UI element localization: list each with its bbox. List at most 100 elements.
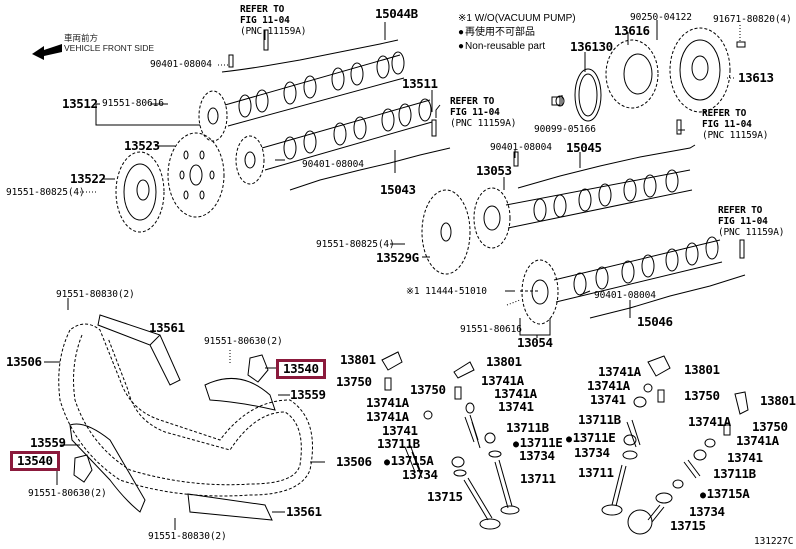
part-callout[interactable]: 136130 <box>570 39 613 54</box>
valve-train-middle <box>381 351 520 530</box>
timing-chain-13506 <box>58 323 313 497</box>
part-callout[interactable]: 13711B <box>578 412 621 427</box>
part-callout[interactable]: 13054 <box>517 335 553 350</box>
camshaft-right-lower <box>521 236 723 325</box>
part-callout[interactable]: 91671-80820(4) <box>713 14 792 25</box>
vehicle-front-label: 車両前方 VEHICLE FRONT SIDE <box>64 33 154 53</box>
refer-note[interactable]: REFER TO FIG 11-04 (PNC 11159A) <box>450 96 517 129</box>
intake-camshaft-left <box>235 98 433 185</box>
part-callout[interactable]: 13561 <box>149 320 185 335</box>
part-callout[interactable]: 13715 <box>427 489 463 504</box>
part-callout[interactable]: 13741A <box>736 433 779 448</box>
part-callout[interactable]: 13801 <box>684 362 720 377</box>
part-callout[interactable]: 13741 <box>727 450 763 465</box>
part-callout[interactable]: 13750 <box>336 374 372 389</box>
part-callout[interactable]: 13711 <box>520 471 556 486</box>
non-reusable-part-callout[interactable]: 13715A <box>384 454 434 469</box>
part-callout[interactable]: 91551-80630(2) <box>204 336 283 347</box>
part-callout[interactable]: 13801 <box>340 352 376 367</box>
part-callout[interactable]: 90401-08004 <box>490 142 552 153</box>
highlighted-part-13540[interactable]: 13540 <box>276 359 326 379</box>
part-callout[interactable]: 13506 <box>336 454 372 469</box>
part-callout[interactable]: 13613 <box>738 70 774 85</box>
part-callout[interactable]: 15046 <box>637 314 673 329</box>
part-callout[interactable]: 13523 <box>124 138 160 153</box>
part-callout[interactable]: 91551-80830(2) <box>148 531 227 542</box>
chain-tensioner-13540-top <box>247 354 269 383</box>
vehicle-front-arrow-icon <box>32 44 62 60</box>
part-callout[interactable]: 13741A <box>366 395 409 410</box>
part-callout[interactable]: 13741 <box>590 392 626 407</box>
part-callout[interactable]: 13741A <box>366 409 409 424</box>
refer-note[interactable]: REFER TO FIG 11-04 (PNC 11159A) <box>702 108 769 141</box>
part-callout[interactable]: 13734 <box>689 504 725 519</box>
part-callout[interactable]: 13734 <box>402 467 438 482</box>
vacuum-pump-drive-13613 <box>669 27 731 113</box>
chain-guide-13561-bottom <box>187 493 273 521</box>
non-reusable-part-callout[interactable]: 13711E <box>566 431 616 446</box>
part-callout[interactable]: 91551-80630(2) <box>28 488 107 499</box>
part-callout[interactable]: 13522 <box>70 171 106 186</box>
part-callout[interactable]: 13512 <box>62 96 98 111</box>
part-callout[interactable]: 13616 <box>614 23 650 38</box>
oil-seal-136130 <box>574 68 602 122</box>
part-callout[interactable]: 13741A <box>688 414 731 429</box>
non-reusable-part-callout[interactable]: 13711E <box>513 436 563 451</box>
cam-timing-sprocket-13522 <box>115 151 165 233</box>
part-callout[interactable]: 13801 <box>486 354 522 369</box>
oil-pipe-15045 <box>517 144 696 189</box>
exhaust-camshaft-left <box>198 51 405 142</box>
part-callout[interactable]: 13053 <box>476 163 512 178</box>
part-callout[interactable]: 13711 <box>578 465 614 480</box>
sprocket-13616 <box>605 39 659 109</box>
part-callout[interactable]: 13741 <box>498 399 534 414</box>
part-callout[interactable]: 13741A <box>481 373 524 388</box>
part-callout[interactable]: 90099-05166 <box>534 124 596 135</box>
oil-pipe-15046 <box>589 274 746 319</box>
part-callout[interactable]: 91551-80616 <box>102 98 164 109</box>
part-callout[interactable]: 13711B <box>377 436 420 451</box>
figure-id: 131227C <box>754 536 794 547</box>
part-callout[interactable]: 13559 <box>30 435 66 450</box>
part-callout[interactable]: 15043 <box>380 182 416 197</box>
part-callout[interactable]: 13750 <box>752 419 788 434</box>
part-callout[interactable]: 13559 <box>290 387 326 402</box>
part-callout[interactable]: 13529G <box>376 250 419 265</box>
part-callout[interactable]: 15045 <box>566 140 602 155</box>
part-callout[interactable]: ※1 11444-51010 <box>406 286 487 297</box>
part-callout[interactable]: 13711B <box>506 420 549 435</box>
chain-damper-13559-left <box>69 423 146 513</box>
part-callout[interactable]: 13750 <box>684 388 720 403</box>
part-callout[interactable]: 13801 <box>760 393 796 408</box>
part-callout[interactable]: 90401-08004 <box>302 159 364 170</box>
part-callout[interactable]: 13741A <box>494 386 537 401</box>
part-callout[interactable]: 13711B <box>713 466 756 481</box>
refer-note[interactable]: REFER TO FIG 11-04 (PNC 11159A) <box>718 205 785 238</box>
part-callout[interactable]: 13741A <box>598 364 641 379</box>
part-callout[interactable]: 90401-08004 <box>594 290 656 301</box>
part-callout[interactable]: 90401-08004 <box>150 59 212 70</box>
part-callout[interactable]: 13506 <box>6 354 42 369</box>
part-callout[interactable]: 13511 <box>402 76 438 91</box>
part-callout[interactable]: 13734 <box>574 445 610 460</box>
part-callout[interactable]: 13741A <box>587 378 630 393</box>
part-callout[interactable]: 91551-80830(2) <box>56 289 135 300</box>
part-callout[interactable]: 13734 <box>519 448 555 463</box>
leader-lines <box>44 20 741 530</box>
part-callout[interactable]: 90250-04122 <box>630 12 692 23</box>
part-callout[interactable]: 13561 <box>286 504 322 519</box>
non-reusable-part-callout[interactable]: 13715A <box>700 487 750 502</box>
part-callout[interactable]: 13741 <box>382 423 418 438</box>
cam-timing-gear-13523 <box>167 132 225 218</box>
highlighted-part-13540[interactable]: 13540 <box>10 451 60 471</box>
part-callout[interactable]: 13750 <box>410 382 446 397</box>
refer-note[interactable]: REFER TO FIG 11-04 (PNC 11159A) <box>240 4 307 37</box>
part-callout[interactable]: 91551-80616 <box>460 324 522 335</box>
part-callout[interactable]: 91551-80825(4) <box>6 187 85 198</box>
part-callout[interactable]: 13715 <box>670 518 706 533</box>
camshaft-right-upper <box>473 169 693 249</box>
chain-damper-13559-top <box>204 378 276 411</box>
part-callout[interactable]: 91551-80825(4) <box>316 239 395 250</box>
part-callout[interactable]: 15044B <box>375 6 418 21</box>
